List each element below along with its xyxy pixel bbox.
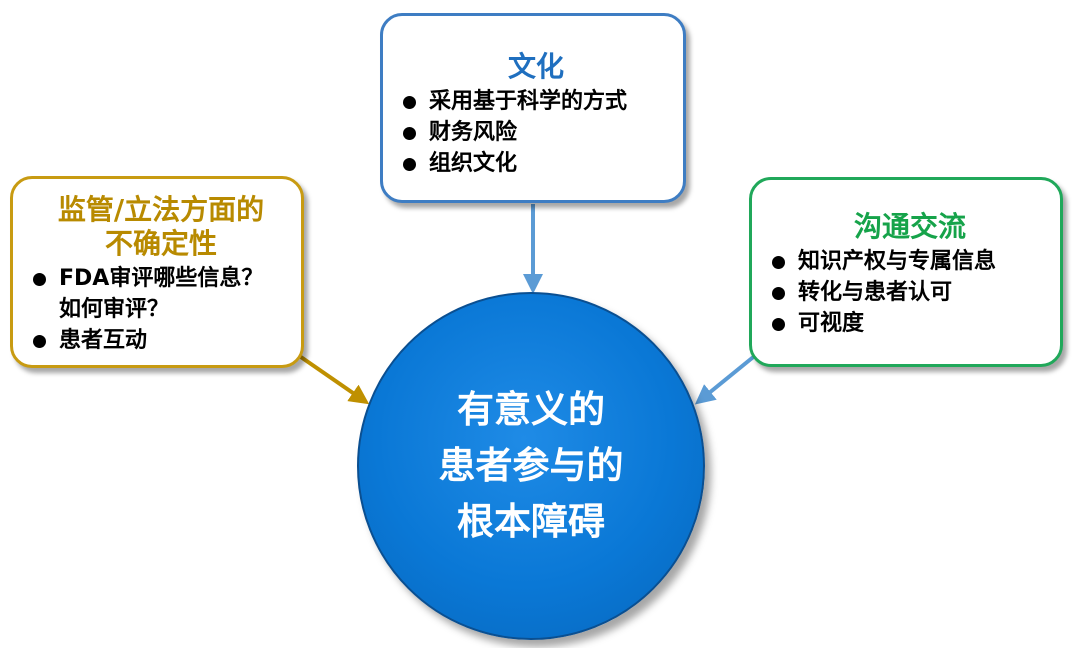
regulatory-arrow [296,353,370,405]
regulatory-item: FDA审评哪些信息？ 如何审评？ [29,263,293,325]
culture-title: 文化 [507,50,564,83]
communication-arrow [694,352,759,405]
communication-item: 知识产权与专属信息 [768,246,1052,277]
regulatory-box: 监管/立法方面的 不确定性 FDA审评哪些信息？ 如何审评？ 患者互动 [10,176,304,368]
culture-item: 财务风险 [399,117,673,148]
communication-item: 可视度 [768,308,1052,339]
center-circle: 有意义的 患者参与的 根本障碍 [357,292,705,640]
regulatory-list: FDA审评哪些信息？ 如何审评？ 患者互动 [29,263,293,356]
center-text-line: 患者参与的 [438,444,624,487]
communication-item: 转化与患者认可 [768,277,1052,308]
regulatory-title-line: 不确定性 [104,227,217,260]
culture-box: 文化 采用基于科学的方式 财务风险 组织文化 [380,13,686,203]
culture-item: 采用基于科学的方式 [399,86,673,117]
communication-list: 知识产权与专属信息 转化与患者认可 可视度 [768,246,1052,339]
culture-item: 组织文化 [399,148,673,179]
communication-box: 沟通交流 知识产权与专属信息 转化与患者认可 可视度 [749,177,1063,367]
center-text-line: 有意义的 [457,388,605,431]
regulatory-item: 患者互动 [29,325,293,356]
culture-list: 采用基于科学的方式 财务风险 组织文化 [399,86,673,179]
regulatory-title-line: 监管/立法方面的 [57,193,265,226]
center-text-line: 根本障碍 [457,500,605,543]
regulatory-title: 监管/立法方面的 不确定性 [29,193,293,261]
communication-title: 沟通交流 [853,210,966,243]
center-text: 有意义的 患者参与的 根本障碍 [439,382,624,550]
